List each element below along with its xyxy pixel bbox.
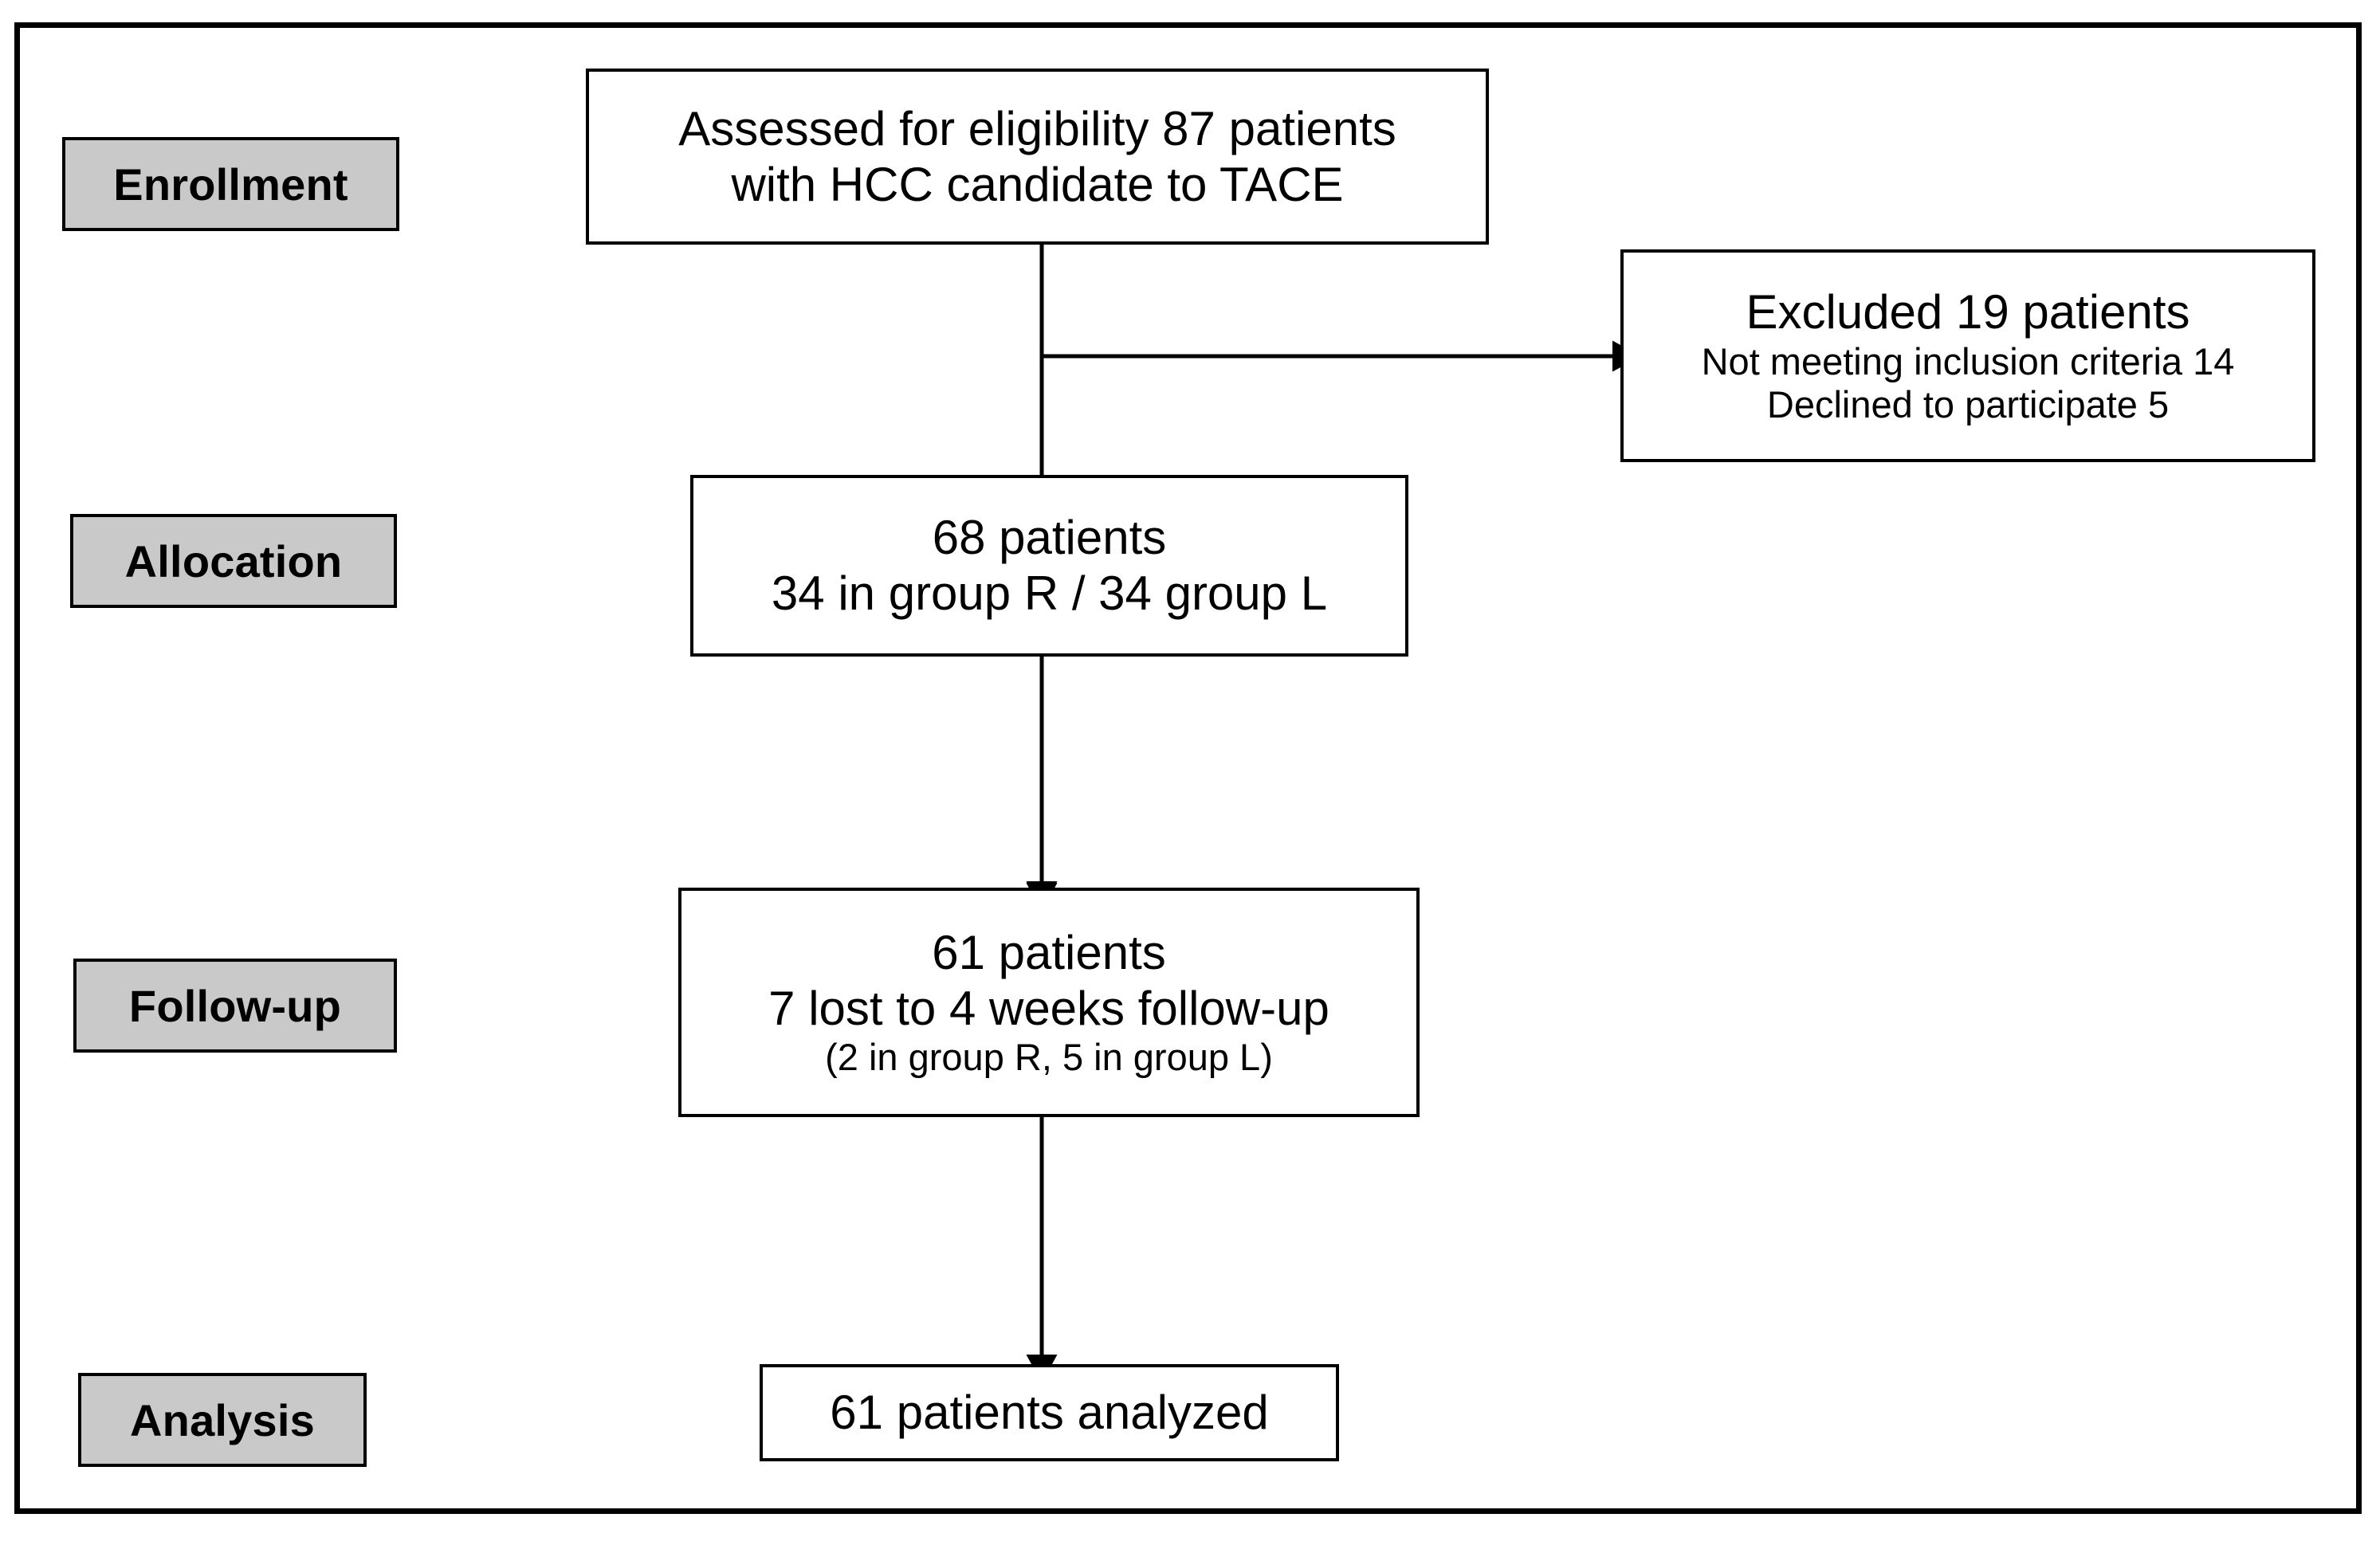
box-followed-line-3: (2 in group R, 5 in group L) [825, 1036, 1273, 1079]
stage-label-allocation-text: Allocation [124, 535, 343, 586]
box-analyzed-line-1: 61 patients analyzed [830, 1386, 1269, 1440]
box-allocated: 68 patients 34 in group R / 34 group L [690, 475, 1408, 657]
box-excluded-line-2: Not meeting inclusion criteria 14 [1701, 339, 2235, 382]
box-assessed-line-1: Assessed for eligibility 87 patients [678, 101, 1396, 155]
stage-label-followup: Follow-up [73, 959, 397, 1053]
box-allocated-line-2: 34 in group R / 34 group L [771, 567, 1328, 620]
box-assessed-for-eligibility: Assessed for eligibility 87 patients wit… [586, 69, 1489, 245]
box-excluded-line-1: Excluded 19 patients [1746, 285, 2190, 339]
stage-label-allocation: Allocation [70, 514, 397, 608]
box-followed-line-1: 61 patients [932, 926, 1166, 980]
box-allocated-line-1: 68 patients [932, 511, 1167, 565]
box-assessed-line-2: with HCC candidate to TACE [731, 157, 1344, 211]
box-followed: 61 patients 7 lost to 4 weeks follow-up … [678, 888, 1420, 1117]
box-analyzed: 61 patients analyzed [760, 1364, 1339, 1461]
stage-label-enrollment: Enrollment [62, 137, 399, 231]
box-followed-line-2: 7 lost to 4 weeks follow-up [768, 981, 1329, 1035]
stage-label-enrollment-text: Enrollment [113, 159, 348, 210]
box-excluded-line-3: Declined to participate 5 [1766, 383, 2170, 426]
stage-label-followup-text: Follow-up [128, 980, 342, 1031]
stage-label-analysis: Analysis [78, 1373, 367, 1467]
box-excluded: Excluded 19 patients Not meeting inclusi… [1620, 249, 2315, 462]
diagram-frame [14, 22, 2362, 1514]
stage-label-analysis-text: Analysis [130, 1394, 315, 1445]
